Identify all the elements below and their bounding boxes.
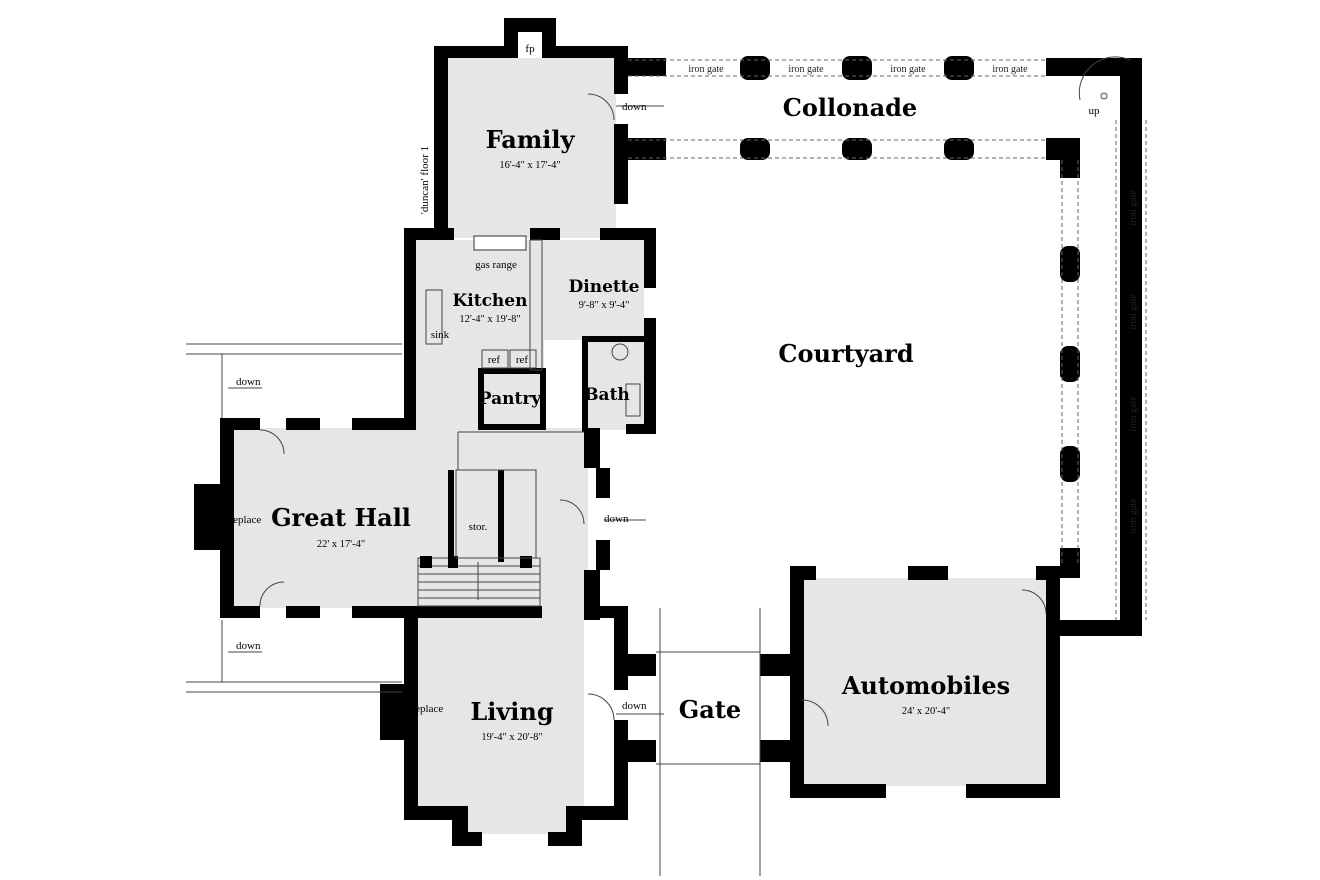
stair-up-label: up [1089, 105, 1101, 117]
automobiles-dimensions: 24' x 20'-4" [902, 706, 950, 717]
walls [194, 18, 1142, 846]
column [944, 138, 974, 160]
labels: fp down Collonade up iron gate iron gate… [223, 43, 1139, 743]
great-hall-title: Great Hall [271, 503, 411, 532]
gate-label: Gate [679, 695, 741, 724]
iron-gate-label-7: iron gate [1128, 396, 1139, 432]
living-dimensions: 19'-4" x 20'-8" [481, 732, 542, 743]
dinette-title: Dinette [569, 277, 640, 297]
column [1120, 346, 1142, 382]
dinette-fill [544, 240, 644, 340]
living-fireplace-label: fireplace [405, 703, 444, 715]
column [944, 56, 974, 80]
automobiles-title: Automobiles [841, 671, 1010, 700]
column [1060, 446, 1080, 482]
room-fills [232, 58, 1046, 834]
bath-fill [584, 336, 644, 430]
storage-label: stor. [469, 521, 488, 533]
column [1060, 346, 1080, 382]
dinette-dimensions: 9'-8" x 9'-4" [579, 300, 630, 311]
living-fill [416, 620, 584, 834]
great-hall-fireplace-label: fireplace [223, 514, 262, 526]
family-dimensions: 16'-4" x 17'-4" [499, 160, 560, 171]
porch-down-label-upper: down [236, 376, 261, 388]
pantry-title: Pantry [479, 389, 543, 409]
collonade-label: Collonade [783, 93, 917, 122]
iron-gate-label-2: iron gate [788, 64, 824, 75]
iron-gate-label-4: iron gate [992, 64, 1028, 75]
column [1120, 246, 1142, 282]
living-title: Living [470, 697, 554, 726]
refrigerator-2-label: ref [516, 354, 529, 366]
automobiles-fill [802, 578, 1046, 786]
column [1120, 446, 1142, 482]
columns [740, 56, 1142, 482]
bath-title: Bath [584, 385, 630, 405]
iron-gate-label-8: iron gate [1128, 498, 1139, 534]
column [740, 138, 770, 160]
courtyard-label: Courtyard [778, 339, 913, 368]
details [186, 56, 1147, 876]
porch-down-label-lower: down [236, 640, 261, 652]
refrigerator-1-label: ref [488, 354, 501, 366]
gas-range-label: gas range [475, 259, 517, 271]
family-room-fill [446, 58, 616, 238]
great-hall-dimensions: 22' x 17'-4" [317, 539, 365, 550]
kitchen-title: Kitchen [453, 291, 528, 311]
iron-gate-label-3: iron gate [890, 64, 926, 75]
sink-label: sink [431, 329, 450, 341]
iron-gate-label-1: iron gate [688, 64, 724, 75]
family-title: Family [486, 125, 576, 154]
duncan-floor-label: 'duncan' floor 1 [419, 146, 431, 214]
fireplace-fp-label: fp [525, 43, 535, 55]
column [842, 56, 872, 80]
living-down-label: down [622, 700, 647, 712]
iron-gate-label-5: iron gate [1128, 190, 1139, 226]
column [842, 138, 872, 160]
iron-gate-label-6: iron gate [1128, 294, 1139, 330]
kitchen-dimensions: 12'-4" x 19'-8" [459, 314, 520, 325]
family-down-label: down [622, 101, 647, 113]
great-hall-side-down-label: down [604, 513, 629, 525]
column [740, 56, 770, 80]
column [1060, 246, 1080, 282]
